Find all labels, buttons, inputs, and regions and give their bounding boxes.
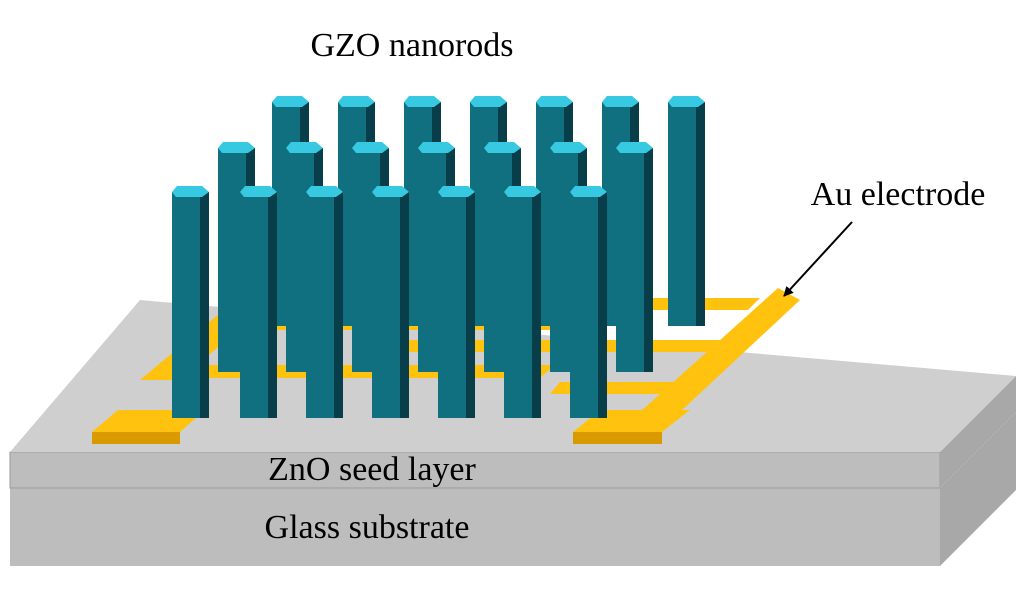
nanorod <box>504 186 541 418</box>
glass-substrate-front <box>10 488 940 566</box>
nanorod-front <box>306 192 334 418</box>
electrode-label: Au electrode <box>811 176 986 213</box>
nanorod <box>438 186 475 418</box>
nanorod-cap <box>484 142 521 153</box>
nanorod-front <box>240 192 268 418</box>
seed-layer-label: ZnO seed layer <box>268 451 476 488</box>
nanorod-front <box>172 192 200 418</box>
nanorod-cap <box>218 142 255 153</box>
nanorod-cap <box>306 186 343 197</box>
right-electrode-finger-3 <box>550 382 680 394</box>
nanorod <box>570 186 607 418</box>
gzo-nanorods <box>172 96 705 418</box>
nanorod-side <box>696 102 705 326</box>
nanorod-cap <box>418 142 455 153</box>
nanorod-side <box>200 192 209 418</box>
nanorod-cap <box>338 96 375 107</box>
nanorod-front <box>570 192 598 418</box>
nanorod-cap <box>172 186 209 197</box>
nanorod-cap <box>550 142 587 153</box>
nanorod-cap <box>504 186 541 197</box>
nanorod-cap <box>570 186 607 197</box>
nanorod-cap <box>272 96 309 107</box>
nanorod-cap <box>616 142 653 153</box>
nanorod-cap <box>470 96 507 107</box>
right-electrode-foot-edge <box>573 432 662 444</box>
nanorod-front <box>668 102 696 326</box>
nanorod-side <box>644 148 653 372</box>
nanorod <box>240 186 277 418</box>
nanorod-side <box>598 192 607 418</box>
right-electrode-spine <box>640 288 800 412</box>
nanorod-cap <box>404 96 441 107</box>
substrate-label: Glass substrate <box>265 509 470 546</box>
nanorod <box>668 96 705 326</box>
nanorod-side <box>466 192 475 418</box>
nanorod <box>372 186 409 418</box>
nanorod-front <box>616 148 644 372</box>
seed-layer-side <box>940 376 1016 488</box>
nanorod-front <box>372 192 400 418</box>
nanorod-cap <box>352 142 389 153</box>
nanorod-side <box>334 192 343 418</box>
nanorod-side <box>400 192 409 418</box>
nanorod-cap <box>536 96 573 107</box>
nanorods-label: GZO nanorods <box>310 27 513 64</box>
electrode-arrow <box>783 221 853 297</box>
nanorod-cap <box>240 186 277 197</box>
nanorod <box>616 142 653 372</box>
nanorod-cap <box>602 96 639 107</box>
nanorod <box>306 186 343 418</box>
nanorod-side <box>268 192 277 418</box>
nanorod-cap <box>668 96 705 107</box>
left-electrode-foot-edge <box>92 432 180 444</box>
nanorod-cap <box>372 186 409 197</box>
glass-substrate <box>10 412 1016 566</box>
nanorod-front <box>504 192 532 418</box>
nanorod-cap <box>438 186 475 197</box>
glass-substrate-side <box>940 412 1016 566</box>
nanorod-cap <box>286 142 323 153</box>
nanorod <box>172 186 209 418</box>
nanorod-side <box>532 192 541 418</box>
nanorod-front <box>438 192 466 418</box>
